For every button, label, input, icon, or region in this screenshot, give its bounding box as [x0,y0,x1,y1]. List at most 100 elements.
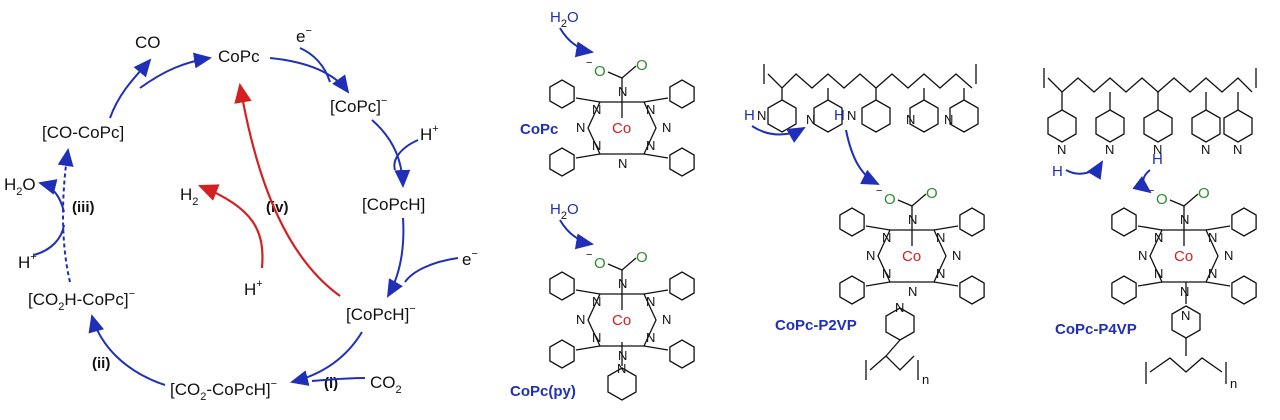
nitrogen-atom: N [882,266,891,281]
charge-minus: − [876,185,882,197]
arrow-hplus2-curl [33,224,65,256]
nitrogen-atom: N [592,138,601,153]
svg-text:N: N [806,112,815,127]
arrow-e2-curl [404,257,459,283]
name-copc-p2vp: CoPc-P2VP [775,317,857,334]
label-co2: CO2 [370,373,402,396]
arrow-co2-curl [311,377,366,382]
label-h-plus-1: H+ [420,123,439,144]
carboxylate-oxygen-anion: O [594,255,606,272]
label-co2h-copc: [CO2H-CoPc]− [28,288,135,313]
water-label-2: H2O [550,201,579,222]
axial-pyridine-py: N [607,342,637,401]
label-copch: [CoPcH] [362,195,425,214]
charge-minus: − [586,57,592,69]
arrow-to-copc [139,52,212,89]
name-copc-p4vp: CoPc-P4VP [1055,321,1137,338]
nitrogen-atom: N [1138,248,1147,263]
arrow-to-copch [371,119,411,188]
nitrogen-atom: N [618,84,627,99]
nitrogen-atom: N [1180,284,1189,299]
nitrogen-atom: N [646,102,655,117]
arrow-e1-curl [299,47,331,83]
cobalt-atom: Co [612,312,631,329]
catalytic-cycle: CO CoPc e− [CoPc]− H+ [CoPcH] e− [CoPcH]… [4,25,478,403]
svg-text:N: N [1153,142,1162,157]
nitrogen-atom: N [1154,266,1163,281]
nitrogen-atom: N [1154,230,1163,245]
p2vp-proton-arrow [845,129,880,185]
water-arrow-1 [559,27,594,58]
label-e2: e− [462,248,478,269]
carboxylate-oxygen-anion: O [1156,191,1168,208]
nitrogen-atom: N [646,138,655,153]
nitrogen-atom: N [618,276,627,291]
svg-text:N: N [944,112,953,127]
arrow-red-to-copc [234,82,341,297]
label-copc: CoPc [218,47,260,66]
nitrogen-atom: N [618,156,627,171]
carboxylate-oxygen: O [926,185,938,202]
nitrogen-atom: N [646,330,655,345]
carboxylate-oxygen-anion: O [594,63,606,80]
cobalt-atom: Co [612,120,631,137]
carboxylate-oxygen-anion: O [884,191,896,208]
charge-minus: − [586,249,592,261]
label-copc-minus: [CoPc]− [330,95,387,116]
nitrogen-atom: N [936,230,945,245]
nitrogen-atom: N [646,294,655,309]
svg-text:H: H [1152,151,1163,168]
carboxylate-oxygen: O [636,57,648,74]
nitrogen-atom: N [592,330,601,345]
nitrogen-atom: N [908,212,917,227]
nitrogen-atom: N [576,312,585,327]
svg-text:N: N [1233,142,1242,157]
arrow-to-co2h [88,314,166,386]
step-i: (i) [324,375,338,392]
nitrogen-atom: N [1208,266,1217,281]
carboxylate-oxygen: O [636,249,648,266]
p2vp-backbone: H N N H N N N [744,64,979,185]
nitrogen-atom: N [1180,212,1189,227]
nitrogen-atom: N [592,294,601,309]
p4vp-proton-shuffle [1065,160,1104,180]
nitrogen-atom: N [952,248,961,263]
svg-text:N: N [1201,142,1210,157]
carboxylate-oxygen: O [1198,185,1210,202]
cobalt-atom: Co [902,248,921,265]
nitrogen-atom: N [908,284,917,299]
arrow-to-co2-adduct [290,331,363,386]
nitrogen-atom: N [592,102,601,117]
nitrogen-atom: N [1224,248,1233,263]
cobalt-atom: Co [1174,248,1193,265]
svg-text:n: n [922,372,929,387]
arrow-co-out [109,58,152,119]
svg-text:H: H [1052,163,1063,180]
nitrogen-atom: N [662,120,671,135]
nitrogen-atom: N [936,266,945,281]
label-e1: e− [296,25,312,46]
nitrogen-atom: N [1208,230,1217,245]
p2vp-axial: N n [865,300,929,387]
label-h-plus-2: H+ [18,251,37,272]
nitrogen-atom: N [662,312,671,327]
label-co2-copch: [CO2-CoPcH]− [170,378,277,403]
svg-text:N: N [1181,308,1190,323]
svg-text:n: n [1230,376,1237,391]
arrow-h2o-out [38,179,65,213]
label-copch-minus: [CoPcH]− [346,303,416,324]
svg-text:N: N [895,300,904,315]
name-copc-py: CoPc(py) [510,383,576,400]
svg-text:N: N [617,361,626,376]
svg-text:N: N [906,112,915,127]
nitrogen-atom: N [882,230,891,245]
